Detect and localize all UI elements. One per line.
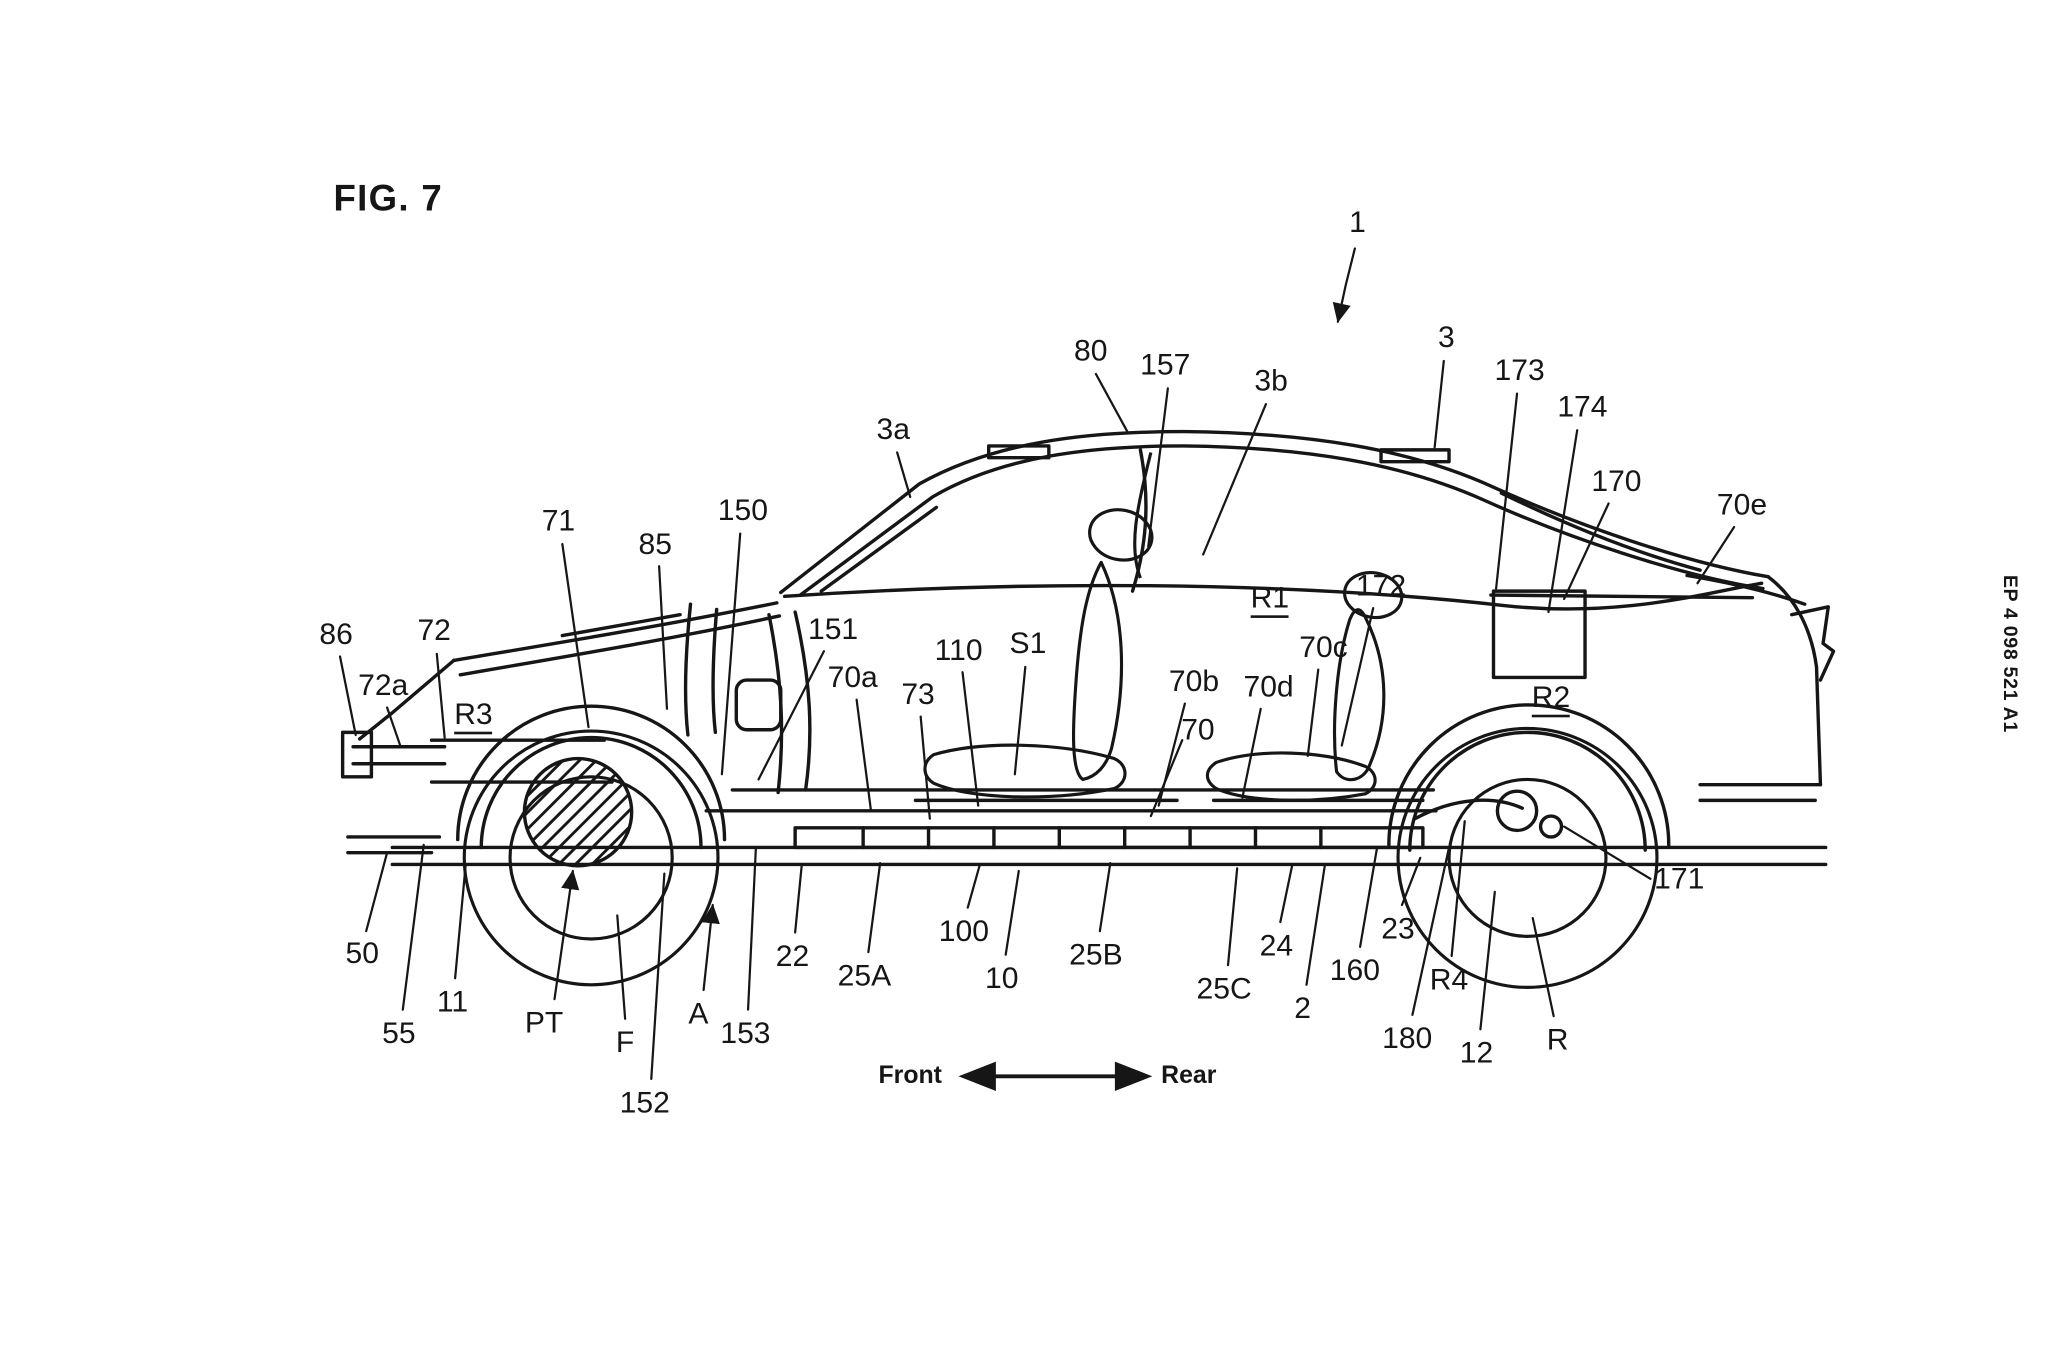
ref-label-86: 86 — [319, 619, 352, 649]
ref-label-170: 170 — [1591, 466, 1641, 496]
ref-label-70c: 70c — [1299, 632, 1348, 662]
ref-label-11: 11 — [437, 987, 468, 1017]
ref-label-R4: R4 — [1430, 964, 1468, 994]
rear-label: Rear — [1161, 1062, 1216, 1091]
ref-label-R: R — [1547, 1025, 1569, 1055]
ref-label-3b: 3b — [1254, 366, 1287, 396]
ref-label-172: 172 — [1356, 571, 1406, 601]
ref-label-12: 12 — [1460, 1038, 1493, 1068]
ref-label-80: 80 — [1074, 335, 1107, 365]
ref-label-10: 10 — [985, 963, 1018, 993]
ref-label-S1: S1 — [1010, 628, 1047, 658]
ref-label-174: 174 — [1557, 392, 1607, 422]
ref-label-3: 3 — [1438, 322, 1455, 352]
ref-label-70e: 70e — [1717, 490, 1767, 520]
ref-label-153: 153 — [720, 1018, 770, 1048]
ref-label-72: 72 — [417, 615, 450, 645]
patent-number: EP 4 098 521 A1 — [1999, 575, 2021, 733]
ref-label-24: 24 — [1260, 930, 1293, 960]
ref-label-23: 23 — [1381, 913, 1414, 943]
ref-label-72a: 72a — [358, 670, 408, 700]
ref-label-22: 22 — [776, 941, 809, 971]
ref-label-150: 150 — [718, 495, 768, 525]
ref-label-173: 173 — [1495, 355, 1545, 385]
ref-label-3a: 3a — [876, 414, 909, 444]
ref-label-110: 110 — [935, 635, 983, 665]
ref-label-1: 1 — [1349, 207, 1366, 237]
ref-label-50: 50 — [346, 938, 379, 968]
ref-label-PT: PT — [525, 1008, 563, 1038]
ref-label-25A: 25A — [838, 961, 892, 991]
ref-label-171: 171 — [1654, 864, 1704, 894]
ref-label-70a: 70a — [828, 662, 878, 692]
ref-label-25C: 25C — [1196, 974, 1251, 1004]
ref-label-180: 180 — [1382, 1023, 1432, 1053]
ref-label-R2: R2 — [1532, 682, 1570, 717]
ref-label-70b: 70b — [1169, 666, 1219, 696]
ref-label-25B: 25B — [1069, 940, 1123, 970]
ref-label-R1: R1 — [1251, 583, 1289, 618]
ref-label-100: 100 — [939, 916, 989, 946]
ref-label-R3: R3 — [454, 699, 492, 734]
ref-label-F: F — [616, 1027, 634, 1057]
ref-label-73: 73 — [901, 679, 934, 709]
ref-label-160: 160 — [1330, 955, 1380, 985]
ref-label-70: 70 — [1181, 715, 1214, 745]
ref-label-152: 152 — [620, 1087, 670, 1117]
ref-label-151: 151 — [808, 614, 858, 644]
ref-label-55: 55 — [382, 1018, 415, 1048]
ref-label-157: 157 — [1140, 350, 1190, 380]
front-label: Front — [878, 1062, 941, 1091]
ref-label-71: 71 — [542, 505, 575, 535]
ref-label-2: 2 — [1294, 993, 1311, 1023]
figure-title: FIG. 7 — [333, 178, 443, 220]
ref-label-85: 85 — [638, 529, 671, 559]
ref-label-A: A — [688, 998, 708, 1028]
ref-label-70d: 70d — [1243, 672, 1293, 702]
